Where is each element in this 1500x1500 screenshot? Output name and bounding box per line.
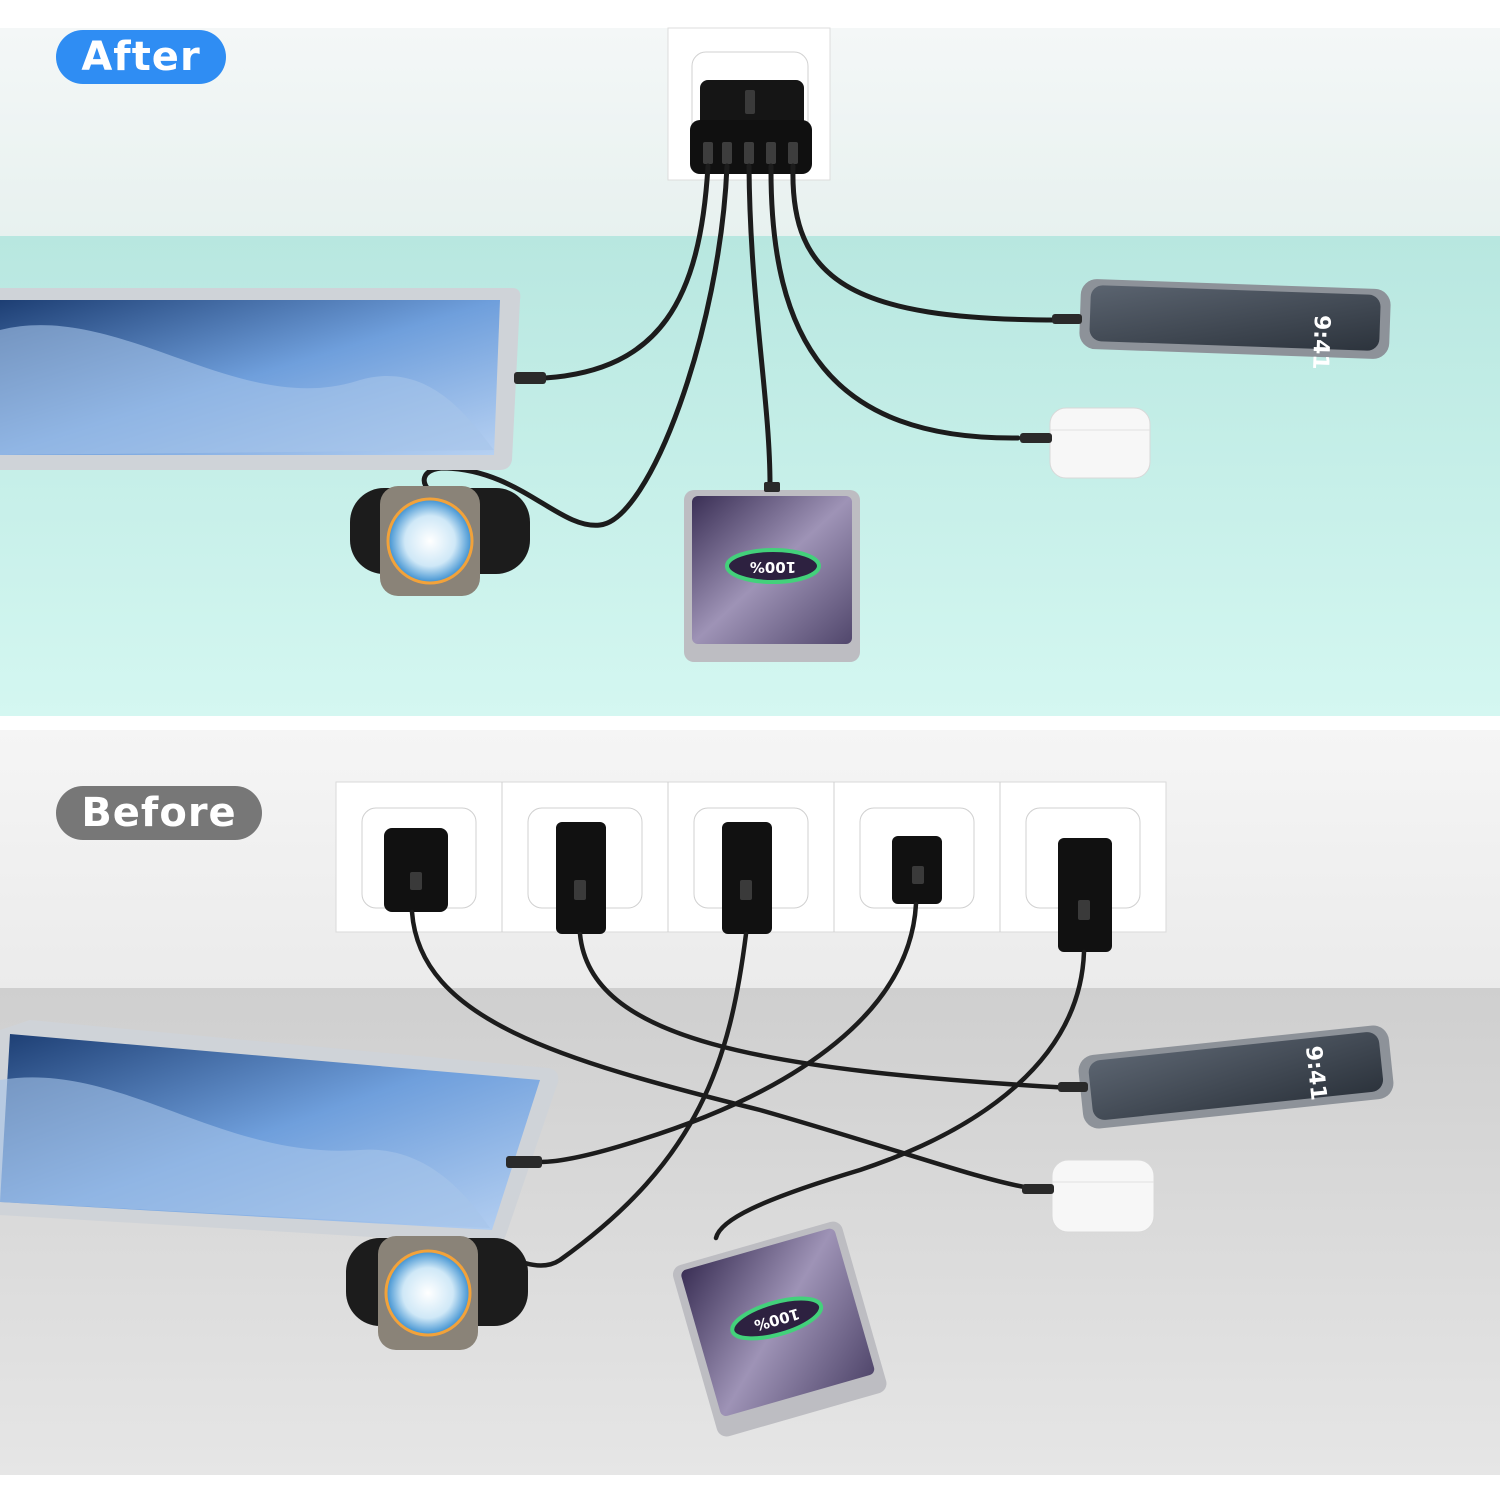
phone-clock: 9:41 bbox=[1300, 1045, 1331, 1102]
after-badge: After bbox=[56, 30, 226, 84]
smartphone-large: 100% bbox=[684, 482, 860, 662]
smartphone: 9:41 bbox=[1058, 1025, 1394, 1129]
tablet bbox=[0, 288, 546, 470]
panel-divider bbox=[0, 716, 1500, 730]
after-panel: 9:41 100% bbox=[0, 0, 1500, 720]
smartwatch bbox=[350, 486, 530, 596]
tangled-cables bbox=[409, 901, 1087, 1268]
before-label: Before bbox=[81, 790, 237, 836]
after-label: After bbox=[81, 34, 201, 80]
battery-indicator: 100% bbox=[750, 558, 796, 576]
before-panel: 9:41 100% bbox=[0, 730, 1500, 1500]
earbuds-case bbox=[1022, 1159, 1155, 1233]
smartwatch bbox=[346, 1236, 528, 1350]
smartphone-large: 100% bbox=[672, 1221, 887, 1437]
smartphone: 9:41 bbox=[1052, 279, 1391, 371]
separate-chargers bbox=[384, 822, 1112, 952]
tablet bbox=[0, 1020, 559, 1245]
multi-port-charger bbox=[690, 80, 812, 174]
organized-cables bbox=[421, 163, 1061, 528]
phone-clock: 9:41 bbox=[1307, 315, 1334, 371]
earbuds-case bbox=[1020, 407, 1151, 479]
before-badge: Before bbox=[56, 786, 262, 840]
